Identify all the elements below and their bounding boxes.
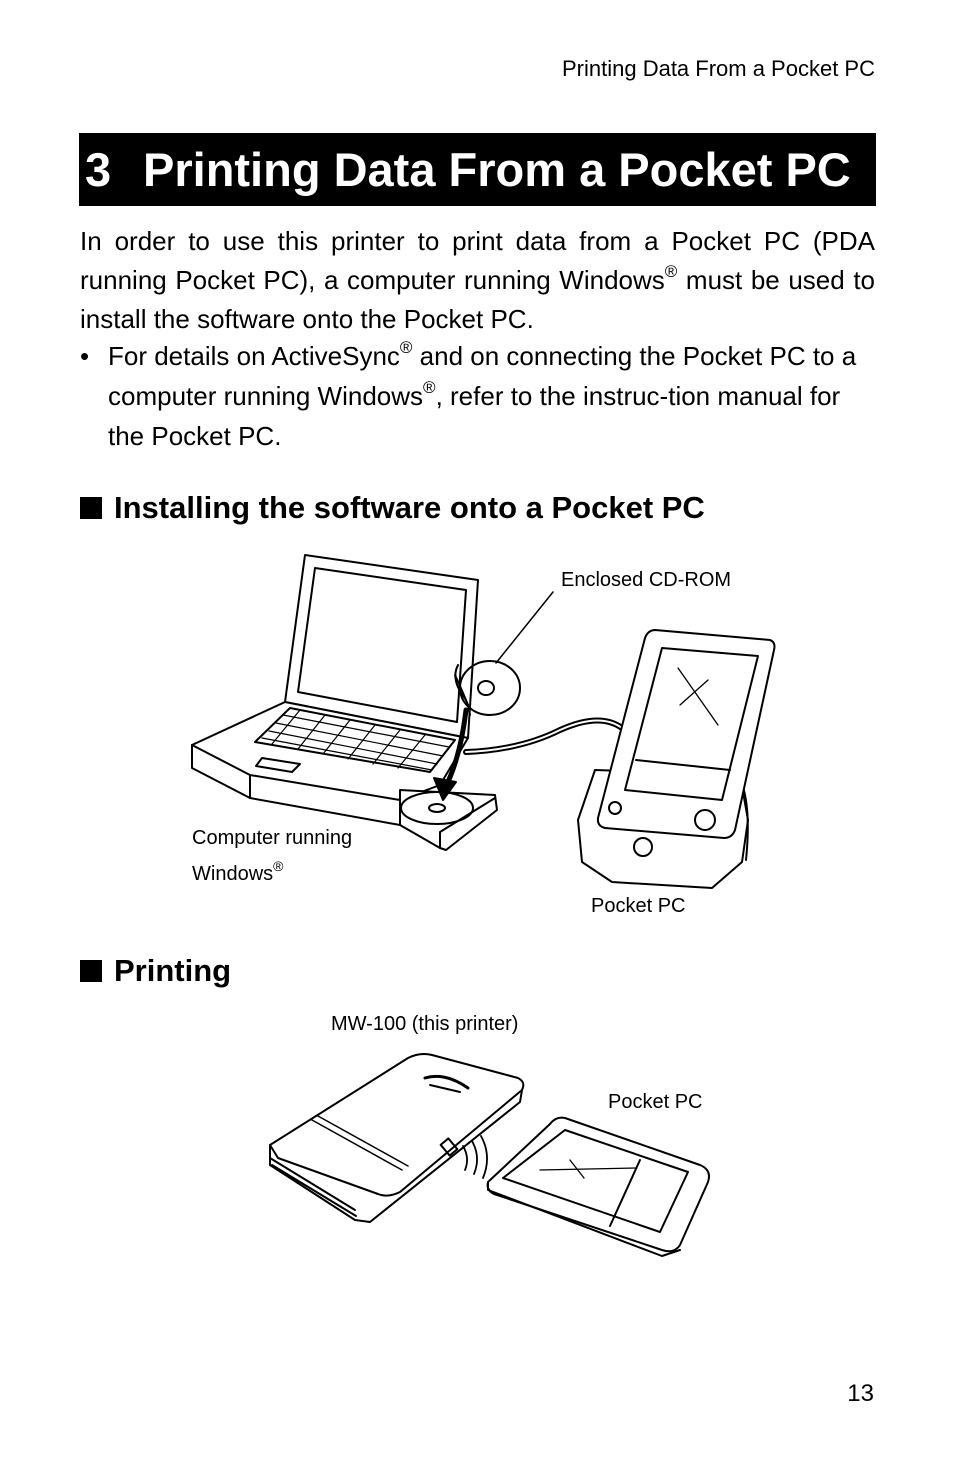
infrared-waves-icon bbox=[462, 1135, 488, 1179]
label-computer-line2: Windows® bbox=[192, 859, 283, 886]
pocket-pc-device-printing bbox=[486, 1116, 710, 1253]
intro-text-1: In order to use this printer to print da… bbox=[80, 226, 875, 295]
tray-disc bbox=[400, 791, 474, 825]
label-printer: MW-100 (this printer) bbox=[331, 1013, 519, 1035]
label-pocket-pc-printing: Pocket PC bbox=[608, 1091, 703, 1113]
cradle-button bbox=[633, 837, 653, 857]
cdrom-leader-line bbox=[495, 591, 554, 664]
bullet-text-2: and on connecting the Pocket PC to a com… bbox=[108, 341, 857, 411]
section-heading-printing-text: Printing bbox=[114, 953, 232, 988]
bullet-marker: • bbox=[80, 341, 90, 371]
section-heading-install: Installing the software onto a Pocket PC bbox=[80, 490, 705, 526]
section-heading-printing: Printing bbox=[80, 953, 231, 989]
registered-mark: ® bbox=[664, 262, 678, 281]
printing-illustration bbox=[269, 1053, 710, 1257]
running-header: Printing Data From a Pocket PC bbox=[561, 56, 875, 81]
chapter-title: Printing Data From a Pocket PC bbox=[143, 143, 851, 196]
section-heading-install-text: Installing the software onto a Pocket PC bbox=[114, 490, 705, 525]
page-number: 13 bbox=[847, 1380, 874, 1407]
square-bullet-icon bbox=[80, 960, 102, 982]
square-bullet-icon bbox=[80, 497, 102, 519]
printer-body bbox=[269, 1053, 525, 1197]
keyboard bbox=[254, 707, 456, 773]
label-computer-line1: Computer running bbox=[192, 827, 353, 849]
intro-text-2: must be used to install the software ont… bbox=[80, 265, 875, 334]
pocket-pc-device bbox=[596, 629, 776, 839]
bullet-text-1: For details on ActiveSync bbox=[108, 341, 400, 371]
install-illustration bbox=[191, 554, 776, 889]
chapter-number: 3 bbox=[85, 143, 112, 196]
label-enclosed-cdrom: Enclosed CD-ROM bbox=[561, 569, 732, 591]
registered-mark: ® bbox=[273, 858, 284, 874]
label-computer-windows: Windows bbox=[192, 863, 274, 885]
registered-mark: ® bbox=[399, 338, 413, 357]
label-pocket-pc-install: Pocket PC bbox=[591, 895, 686, 917]
chapter-title-bar: 3 Printing Data From a Pocket PC bbox=[79, 133, 876, 206]
registered-mark: ® bbox=[423, 378, 436, 397]
bullet-text-3: , refer to the instruc-tion manual for t… bbox=[108, 381, 841, 451]
bullet-note: • For details on ActiveSync® and on conn… bbox=[80, 336, 875, 456]
intro-paragraph: In order to use this printer to print da… bbox=[80, 222, 875, 339]
